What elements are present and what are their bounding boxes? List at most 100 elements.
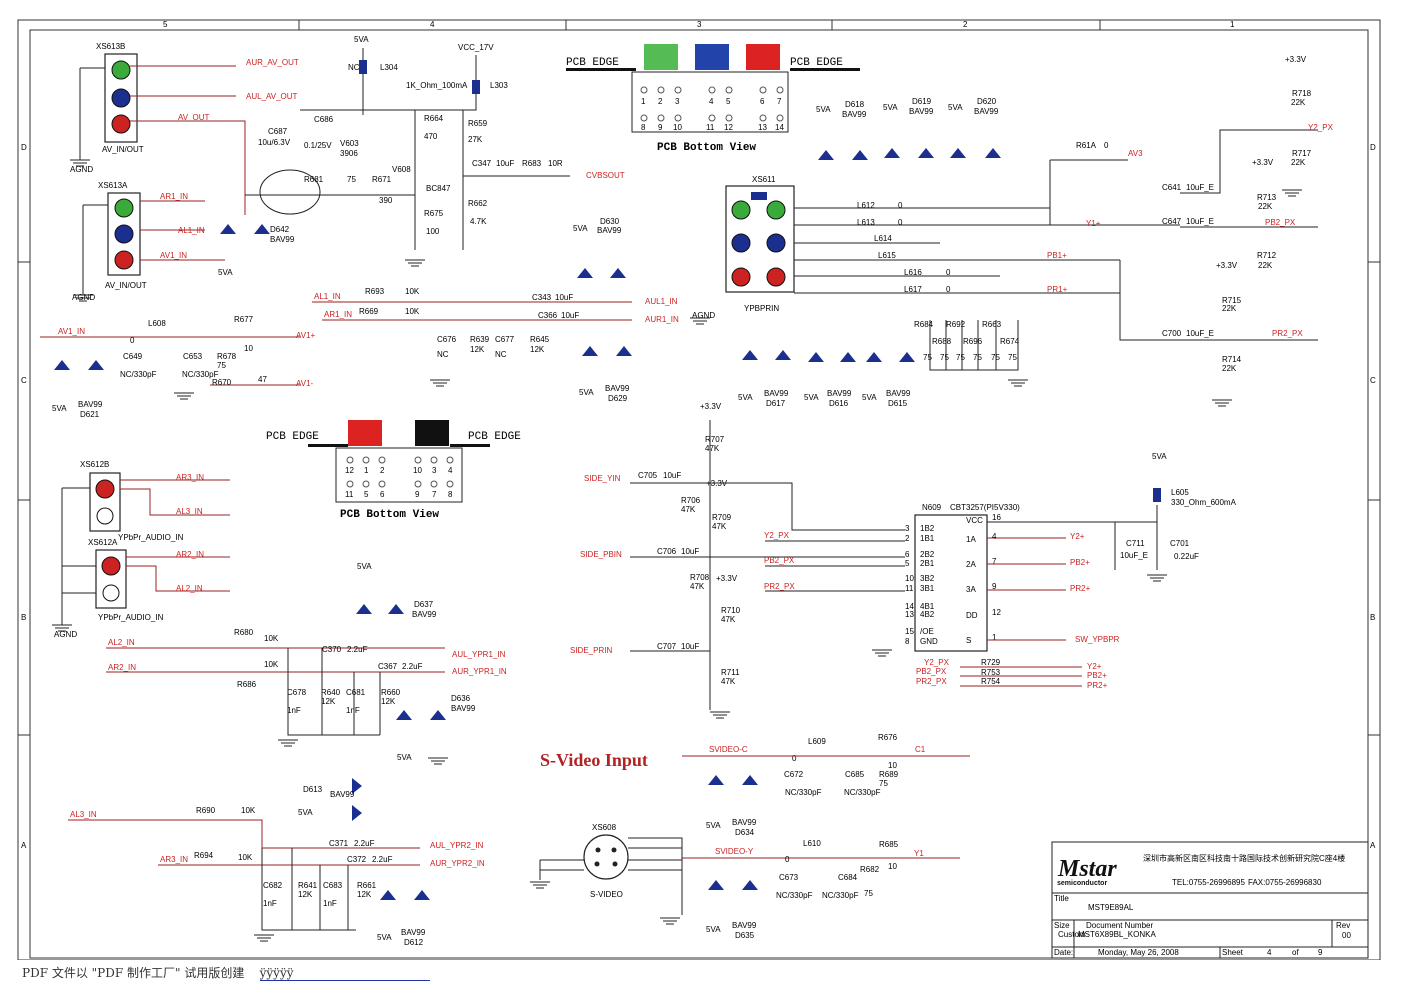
r61a-ref: R61A — [1076, 141, 1097, 150]
c372-ref: C372 — [347, 855, 367, 864]
c372-val: 2.2uF — [372, 855, 393, 864]
chip-pin-number: 10 — [905, 574, 914, 583]
rca-green-icon — [644, 44, 678, 70]
ypbpr-esd-diodes — [742, 350, 915, 362]
r717-val: 22K — [1291, 158, 1306, 167]
d634-5va: 5VA — [706, 821, 721, 830]
net-sw-ypbpr: SW_YPBPR — [1075, 635, 1120, 644]
d636-5va: 5VA — [397, 753, 412, 762]
c700-ref: C700 — [1162, 329, 1182, 338]
svg-text:8: 8 — [448, 490, 453, 499]
chip-pin-number: 7 — [992, 557, 997, 566]
r712-val: 22K — [1258, 261, 1273, 270]
r717-ref: R717 — [1292, 149, 1312, 158]
p33-4: +3.3V — [700, 402, 722, 411]
net-aur-av-out: AUR_AV_OUT — [246, 58, 299, 67]
xs612b-wires — [120, 479, 230, 516]
c653-val: NC/330pF — [182, 370, 219, 379]
footer-link[interactable]: ÿÿÿÿÿ — [259, 966, 430, 981]
svg-text:R674: R674 — [1000, 337, 1020, 346]
net-y2p: Y2+ — [1070, 532, 1085, 541]
net-al1-in-2: AL1_IN — [314, 292, 341, 301]
diode-icon — [220, 224, 236, 234]
diode-icon — [742, 775, 758, 785]
svg-text:2: 2 — [380, 466, 385, 475]
diode-icon — [356, 604, 372, 614]
agnd-label-4: AGND — [54, 630, 77, 639]
r706-ref: R706 — [681, 496, 701, 505]
net-svideo-c: SVIDEO-C — [709, 745, 748, 754]
edge-bar — [308, 444, 348, 447]
tb-title: MST9E89AL — [1088, 903, 1134, 912]
r670-val: 47 — [258, 375, 267, 384]
net-y1p: Y1+ — [1086, 219, 1101, 228]
svg-text:10: 10 — [413, 466, 422, 475]
svg-text:13: 13 — [758, 123, 767, 132]
tb-size-label: Size — [1054, 921, 1070, 930]
r670-ref: R670 — [212, 378, 232, 387]
diode-icon — [808, 352, 824, 362]
c687-ref: C687 — [268, 127, 288, 136]
r662-ref: R662 — [468, 199, 488, 208]
net-aul-ypr1: AUL_YPR1_IN — [452, 650, 506, 659]
d619-val: BAV99 — [909, 107, 934, 116]
chip-pin-number: 15 — [905, 627, 914, 636]
diode-icon — [775, 350, 791, 360]
jack-red-icon — [95, 479, 115, 499]
c681-val: 1nF — [346, 706, 360, 715]
svg-text:R684: R684 — [914, 320, 934, 329]
d636-ref: D636 — [451, 694, 471, 703]
c371-val: 2.2uF — [354, 839, 375, 848]
xs613a-ref: XS613A — [98, 181, 128, 190]
net-side-yin: SIDE_YIN — [584, 474, 621, 483]
diode-icon — [616, 346, 632, 356]
r645-ref: R645 — [530, 335, 550, 344]
diode-icon — [742, 350, 758, 360]
net-ar1-in-2: AR1_IN — [324, 310, 352, 319]
c366-val: 10uF — [561, 311, 579, 320]
r675-val: 100 — [426, 227, 440, 236]
d642-ref: D642 — [270, 225, 290, 234]
svg-text:11: 11 — [345, 490, 354, 499]
ruler-b: B — [21, 613, 26, 622]
diode-icon — [899, 352, 915, 362]
diode-icon — [610, 268, 626, 278]
r678-ref: R678 — [217, 352, 237, 361]
l303-ref: L303 — [490, 81, 508, 90]
d637-5va: 5VA — [357, 562, 372, 571]
r681-val: 75 — [347, 175, 356, 184]
d621-5va: 5VA — [52, 404, 67, 413]
ferrite-icon — [359, 60, 367, 74]
r754-ref: R754 — [981, 677, 1001, 686]
ruler-3: 3 — [697, 20, 702, 29]
diode-icon — [884, 148, 900, 158]
d620-5va: 5VA — [948, 103, 963, 112]
c700-val: 10uF_E — [1186, 329, 1214, 338]
pcb-pin-grid-2 — [346, 456, 454, 488]
c687-val: 10u/6.3V — [258, 138, 291, 147]
d616-val: BAV99 — [827, 389, 852, 398]
diode-icon — [866, 352, 882, 362]
chip-pin-number: 4 — [992, 532, 997, 541]
vcc17-net: VCC_17V — [458, 43, 494, 52]
jack-white-icon — [102, 584, 120, 602]
c641-ref: C641 — [1162, 183, 1182, 192]
r664-val: 470 — [424, 132, 438, 141]
r714-val: 22K — [1222, 364, 1237, 373]
svg-text:12: 12 — [724, 123, 733, 132]
tb-size: Custom — [1058, 930, 1086, 939]
d634-ref: D634 — [735, 828, 755, 837]
svg-text:14: 14 — [775, 123, 784, 132]
c683-ref: C683 — [323, 881, 343, 890]
net-pr2p-2: PR2+ — [1087, 681, 1108, 690]
diode-icon — [918, 148, 934, 158]
r645-val: 12K — [530, 345, 545, 354]
c673-val: NC/330pF — [776, 891, 813, 900]
r689-ref: R689 — [879, 770, 899, 779]
bypass-wires — [960, 666, 1082, 687]
svg-text:11: 11 — [706, 123, 715, 132]
svg-text:R688: R688 — [932, 337, 952, 346]
r690-val: 10K — [241, 806, 256, 815]
jack-red-icon — [731, 267, 751, 287]
xs608-ref: XS608 — [592, 823, 617, 832]
